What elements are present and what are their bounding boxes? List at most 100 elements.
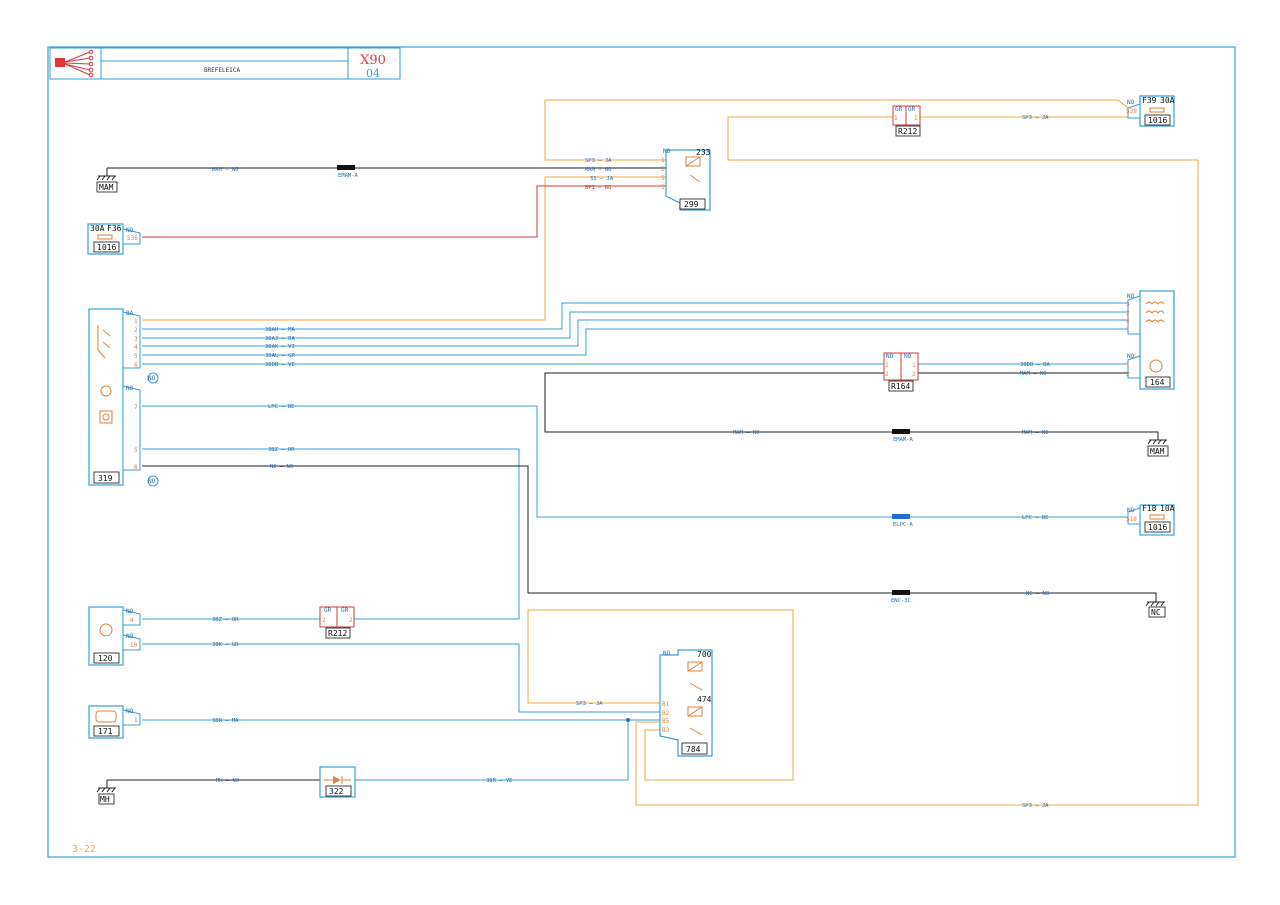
fuse-pin-s39: S39 [1126, 108, 1137, 115]
splice-label-emam-a: EMAM-A [338, 173, 359, 179]
wire-label-sp3-ja-bottom: SP3 — JA [1022, 803, 1049, 809]
component-id-r212-lower: R212 [328, 629, 347, 638]
svg-text:GR: GR [341, 607, 349, 614]
splice-label-emam-a-2: EMAM-A [893, 437, 914, 443]
svg-text:2: 2 [885, 371, 889, 378]
wire-label-38r-ma: 38R — MA [212, 718, 239, 724]
svg-text:1: 1 [885, 362, 889, 369]
wire-label-lpc-be-right: LPC — BE [1022, 515, 1049, 521]
wire-label-mam-no-right: MAM — NO [1022, 430, 1049, 436]
svg-text:3: 3 [661, 184, 665, 191]
gear-icon [99, 410, 113, 424]
switch-contacts-icon [97, 325, 111, 359]
wire-label-38ak-vi: 38AK — VI [265, 344, 295, 350]
svg-text:2: 2 [1126, 310, 1130, 317]
motor-unit-164: NO 3 2 4 1 NO 1 2 164 [1126, 290, 1175, 390]
component-id-171: 171 [98, 727, 113, 736]
wire-label-mam-no: MAM — NO [212, 167, 239, 173]
svg-text:BA: BA [126, 310, 134, 317]
wire-label-38ah-ma: 38AH — MA [265, 327, 295, 333]
svg-text:6: 6 [134, 464, 138, 471]
relay-coil-icon [685, 156, 701, 183]
svg-text:GR: GR [908, 106, 916, 113]
connector-r212-lower: GR GR 2 2 R212 [319, 606, 355, 639]
heater-element-icon [95, 710, 117, 723]
svg-text:NO: NO [148, 478, 156, 485]
fuse-name-f39: F39 [1142, 96, 1157, 105]
svg-text:GR: GR [324, 607, 332, 614]
svg-text:2: 2 [322, 617, 326, 624]
fuse-icon [97, 234, 113, 240]
svg-text:NO: NO [126, 633, 134, 640]
svg-text:NO: NO [1127, 353, 1135, 360]
component-id-164: 164 [1150, 378, 1165, 387]
svg-text:2: 2 [912, 371, 916, 378]
component-id-233: 233 [696, 148, 711, 157]
component-id-1016-b: 1016 [97, 243, 116, 252]
svg-text:4: 4 [1126, 318, 1130, 325]
wire-label-mh-no: MH — NO [216, 778, 239, 784]
diode-unit-322: 322 [319, 766, 356, 798]
wire-label-bp1-rg: BP1 — RG [585, 185, 612, 191]
splice-marker-emam-a-2 [892, 429, 910, 434]
fuse-box-f39: NO S39 F39 30A 1016 [1126, 95, 1175, 127]
component-id-784: 784 [686, 745, 701, 754]
svg-text:2: 2 [134, 327, 138, 334]
fuse-pin-s36: S36 [127, 235, 138, 242]
splice-marker-elpc-a [892, 514, 910, 519]
svg-text:3: 3 [1126, 301, 1130, 308]
wire-label-38al-gr: 38AL — GR [265, 353, 295, 359]
wire-label-s1-ja: S1 — JA [590, 176, 614, 182]
wire-label-38db-ba: 38DB — BA [1020, 362, 1050, 368]
component-id-120: 120 [98, 654, 113, 663]
ground-nc: NC [1145, 601, 1166, 618]
svg-text:NO: NO [663, 148, 671, 155]
component-id-319: 319 [98, 474, 113, 483]
fuse-rating-f39: 30A [1160, 96, 1175, 105]
ground-label-mam-right: MAM [1150, 447, 1165, 456]
splice-label-elpc-a: ELPC-A [893, 522, 914, 528]
diode-icon [324, 776, 351, 784]
svg-text:B1: B1 [662, 701, 670, 708]
svg-text:1: 1 [914, 115, 918, 122]
connector-r212-top: GR GR 1 1 R212 [892, 105, 921, 137]
splice-marker-enc-3c [892, 590, 910, 595]
wire-label-sp3-ja-fuse: SP3 — JA [1022, 115, 1049, 121]
ground-mam-right: MAM [1147, 439, 1169, 457]
ground-label-mh: MH [100, 795, 110, 804]
svg-text:2: 2 [1126, 371, 1130, 378]
svg-text:1: 1 [134, 717, 138, 724]
wire-label-38db-ve: 38DB — VE [265, 362, 295, 368]
svg-text:NO: NO [886, 353, 894, 360]
connector-r164: NO NO 1 2 1 2 R164 [883, 352, 919, 392]
wire-label-38r-ve: 38R — VE [486, 778, 513, 784]
component-id-700: 700 [697, 650, 712, 659]
sensor-icon [100, 385, 112, 397]
heater-unit-171: NO 1 171 [88, 705, 141, 739]
svg-text:NO: NO [126, 608, 134, 615]
fuse-pin-s18: S18 [1126, 516, 1137, 523]
svg-text:NO: NO [904, 353, 912, 360]
page-number: 3-22 [72, 844, 96, 855]
svg-text:2: 2 [349, 617, 353, 624]
component-id-474: 474 [697, 695, 712, 704]
svg-text:1: 1 [1126, 362, 1130, 369]
wire-labels: MAM — NO EMAM-A SP3 — JA MAM — NO S1 — J… [212, 115, 1050, 809]
control-unit-319: BA 1 2 3 4 5 6 NO 7 5 6 319 NO NO [88, 308, 159, 487]
svg-text:5: 5 [661, 175, 665, 182]
svg-text:1: 1 [134, 318, 138, 325]
wire-label-mam-no-left: MAM — NO [733, 430, 760, 436]
fuse-name-f18: F18 [1142, 504, 1157, 513]
heater-coil-icon [1145, 301, 1165, 323]
fuse-box-f36: 30A F36 NO S36 1016 [87, 223, 141, 255]
wire-label-sp3-ja-784: SP3 — JA [576, 701, 603, 707]
svg-text:1: 1 [1126, 327, 1130, 334]
relay-block-233: NO 233 1 2 5 3 299 [661, 148, 711, 211]
wires [107, 99, 1199, 806]
svg-text:10: 10 [130, 642, 138, 649]
fuse-name-f36: F36 [107, 224, 122, 233]
svg-text:NO: NO [126, 385, 134, 392]
component-id-r164: R164 [891, 382, 910, 391]
svg-text:3: 3 [134, 336, 138, 343]
wire-label-mam-no-233: MAM — NO [585, 167, 612, 173]
